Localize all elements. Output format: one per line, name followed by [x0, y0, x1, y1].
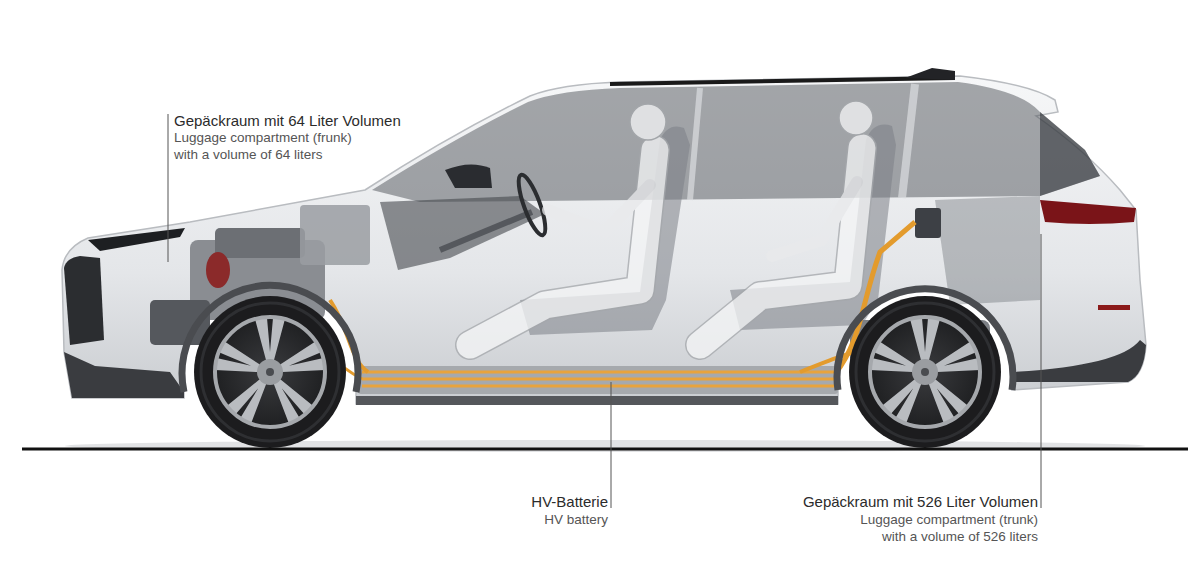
hv-cable: [362, 371, 834, 374]
leader-line: [168, 114, 169, 262]
hub-center: [921, 368, 929, 376]
front-wheel: [194, 296, 346, 448]
front-electronics: [215, 228, 305, 258]
driver-head: [630, 104, 666, 140]
hv-battery: [358, 366, 838, 394]
side-mirror: [445, 164, 492, 188]
hv-cable: [362, 385, 834, 388]
leader-line: [611, 382, 612, 508]
coolant-reservoir: [206, 252, 230, 288]
callout-label: Luggage compartment (frunk) with a volum…: [174, 129, 355, 163]
headlight: [88, 228, 185, 251]
passenger-arm: [772, 182, 857, 256]
rim-edge: [870, 317, 980, 427]
callout-label: Gepäckraum mit 526 Liter Volumen: [803, 493, 1038, 510]
charging-unit: [915, 208, 941, 238]
rim-background: [869, 316, 981, 428]
leader-line: [1041, 234, 1042, 508]
callout-label: Luggage compartment (trunk) with a volum…: [857, 511, 1038, 545]
callout-label: Gepäckraum mit 64 Liter Volumen: [174, 112, 401, 129]
steering-column: [440, 212, 532, 250]
rear-window: [1040, 112, 1100, 196]
front-bumper: [64, 352, 184, 398]
wheel-arch: [837, 289, 1013, 390]
ground-line: [22, 448, 1188, 451]
passenger-head: [839, 101, 873, 135]
b-pillar: [690, 88, 700, 200]
driver-figure: [470, 104, 666, 345]
wheel-arch: [182, 285, 358, 392]
rear-bumper: [1012, 340, 1146, 382]
rim-spoke: [255, 318, 285, 360]
dashboard: [380, 196, 545, 270]
passenger-figure: [700, 101, 873, 345]
window-glass: [372, 82, 1100, 202]
grille: [64, 256, 104, 345]
tire-sidewall: [201, 303, 339, 441]
tire: [194, 296, 346, 448]
tire-sidewall: [856, 303, 994, 441]
c-pillar: [902, 84, 915, 198]
hub: [912, 359, 938, 385]
taillight: [1040, 200, 1136, 224]
callout-label: HV battery: [544, 511, 608, 528]
callout-label: HV-Batterie: [531, 493, 608, 510]
driver-body: [470, 150, 655, 345]
hv-cable: [362, 378, 834, 381]
side-sill: [356, 396, 838, 405]
passenger-outline: [700, 148, 862, 345]
rear-wheel: [849, 296, 1001, 448]
rear-reflector: [1098, 305, 1130, 310]
passenger-body: [700, 148, 862, 345]
hub-center: [266, 368, 274, 376]
driver-outline: [470, 150, 655, 345]
front-module: [300, 205, 370, 265]
roof-rail: [610, 78, 955, 84]
rim-edge: [215, 317, 325, 427]
hub: [257, 359, 283, 385]
rim-background: [214, 316, 326, 428]
tire: [849, 296, 1001, 448]
roof-antenna: [905, 68, 955, 80]
driver-arm: [548, 185, 650, 232]
trunk-space: [935, 196, 1040, 305]
rim-spoke: [910, 318, 940, 360]
